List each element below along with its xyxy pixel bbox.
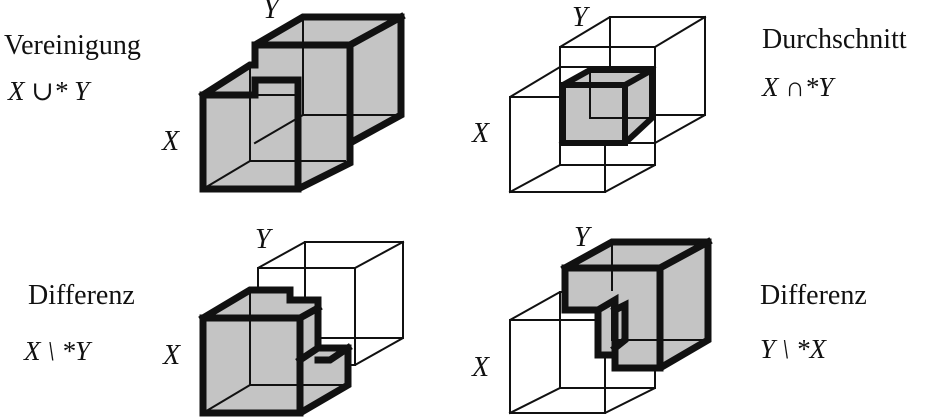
difference-xy-outline: [198, 286, 353, 417]
difference-yx-formula: Y \ *X: [760, 334, 827, 364]
union-title: Vereinigung: [4, 30, 141, 61]
intersection-label-x: X: [472, 118, 490, 149]
union-diagram: [198, 12, 406, 193]
intersection-shaded-region: [563, 70, 652, 143]
difference-xy-label-x: X: [163, 340, 181, 371]
difference-yx-outline: [560, 237, 713, 372]
difference-yx-label-y: Y: [574, 222, 590, 253]
difference-xy-title: Differenz: [28, 280, 135, 311]
union-formula: X ∪* Y: [8, 76, 90, 106]
difference-xy-formula: X \ *Y: [24, 336, 91, 366]
difference-yx-title: Differenz: [760, 280, 867, 311]
difference-yx-diagram: [508, 237, 713, 415]
intersection-label-y: Y: [572, 2, 588, 33]
difference-yx-label-x: X: [472, 352, 490, 383]
difference-xy-label-y: Y: [255, 224, 271, 255]
intersection-diagram: [508, 15, 707, 194]
intersection-title: Durchschnitt: [762, 24, 907, 55]
intersection-formula: X ∩*Y: [762, 72, 834, 102]
union-label-y: Y: [263, 0, 279, 25]
union-outline: [198, 12, 406, 193]
union-label-x: X: [162, 126, 180, 157]
difference-xy-diagram: [198, 240, 405, 417]
